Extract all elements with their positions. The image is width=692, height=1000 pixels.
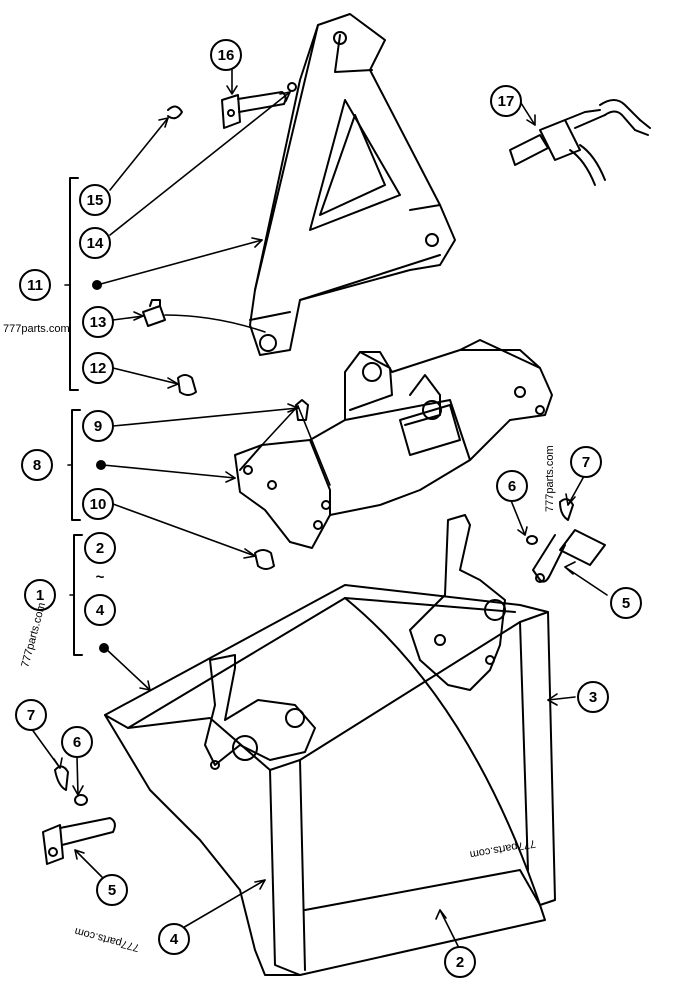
leader-arrowheads bbox=[53, 85, 576, 920]
leader-lines bbox=[30, 67, 608, 951]
callout-6-left: 6 bbox=[73, 734, 81, 751]
bucket-part bbox=[104, 514, 556, 976]
washer-6-right bbox=[526, 535, 538, 545]
grease-fitting-13 bbox=[142, 299, 266, 333]
group-dot-11 bbox=[92, 280, 102, 290]
callout-1: 1 bbox=[36, 587, 44, 604]
callout-14: 14 bbox=[87, 235, 104, 252]
callout-4-group: 4 bbox=[96, 602, 105, 619]
callout-9: 9 bbox=[94, 418, 102, 435]
bushing-10 bbox=[254, 549, 275, 570]
group-dot-1 bbox=[99, 643, 109, 653]
group-dot-8 bbox=[96, 460, 106, 470]
pin-5-right bbox=[532, 529, 606, 583]
group-bracket-1 bbox=[73, 534, 83, 656]
watermark-2: 777parts.com bbox=[544, 445, 556, 512]
frame-8-part bbox=[234, 339, 553, 549]
callout-10: 10 bbox=[90, 496, 107, 513]
callout-3: 3 bbox=[589, 689, 597, 706]
group-bracket-8 bbox=[71, 409, 81, 521]
bushing-12 bbox=[177, 374, 197, 396]
cotter-7-left bbox=[54, 765, 69, 791]
callout-16: 16 bbox=[218, 47, 235, 64]
watermark-5: 777parts.com bbox=[73, 925, 140, 954]
callout-13: 13 bbox=[90, 314, 107, 331]
grease-fitting-9 bbox=[295, 399, 309, 421]
group-dots bbox=[92, 280, 109, 653]
callout-17: 17 bbox=[498, 93, 515, 110]
callout-12: 12 bbox=[90, 360, 107, 377]
watermark-1: 777parts.com bbox=[3, 323, 70, 335]
cotter-pin-15 bbox=[167, 105, 183, 120]
callout-4-bucket: 4 bbox=[170, 931, 179, 948]
callout-11: 11 bbox=[27, 277, 43, 294]
watermark-3: 777parts.com bbox=[19, 601, 48, 668]
group-bracket-11 bbox=[69, 177, 79, 391]
callout-8: 8 bbox=[33, 457, 41, 474]
callout-circles bbox=[15, 39, 642, 978]
cotter-7-right bbox=[559, 498, 574, 521]
callout-2-bucket: 2 bbox=[456, 954, 464, 971]
watermark-4: 777parts.com bbox=[469, 837, 537, 860]
washer-14 bbox=[287, 82, 297, 92]
washer-6-left bbox=[74, 794, 88, 806]
callout-5-left: 5 bbox=[108, 882, 116, 899]
callout-7-right: 7 bbox=[582, 454, 590, 471]
pin-5-left bbox=[42, 817, 116, 865]
callout-2-group: 2 bbox=[96, 540, 104, 557]
callout-5-right: 5 bbox=[622, 595, 630, 612]
pin-16-part bbox=[221, 91, 287, 129]
hose-tee-17 bbox=[509, 99, 651, 186]
callout-6-right: 6 bbox=[508, 478, 516, 495]
callout-15: 15 bbox=[87, 192, 104, 209]
range-tilde: ~ bbox=[96, 569, 105, 586]
a-frame-part bbox=[249, 13, 456, 356]
callout-labels: 16 17 15 14 11 13 12 9 8 10 2 4 1 6 7 5 … bbox=[27, 47, 630, 971]
callout-7-left: 7 bbox=[27, 707, 35, 724]
